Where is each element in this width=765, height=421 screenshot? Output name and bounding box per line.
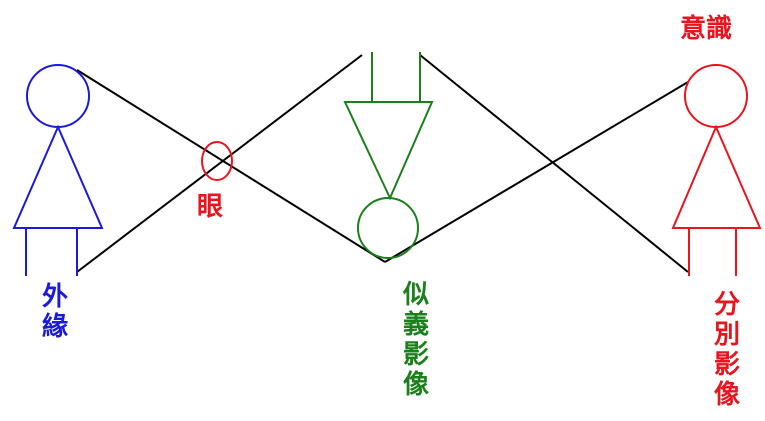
right-figure-body (671, 124, 762, 229)
discrimination-image-label: 分別影像 (713, 290, 740, 410)
resemblance-image-label: 似義影像 (402, 280, 429, 400)
middle-figure-body (343, 101, 434, 201)
resemblance-image-figure (343, 52, 434, 259)
eye-label: 眼 (197, 192, 224, 222)
ray-line (419, 54, 689, 273)
rays (76, 54, 689, 273)
right-figure-head (684, 64, 748, 128)
outer-object-figure (12, 64, 104, 276)
outer-edge-label: 外緣 (41, 282, 68, 342)
eye-lens (201, 141, 233, 181)
middle-figure-head (357, 197, 419, 259)
ray-line (384, 81, 689, 263)
consciousness-label: 意識 (680, 14, 733, 44)
outer-figure-body (12, 124, 104, 229)
ray-line (76, 54, 363, 273)
outer-figure-head (26, 64, 90, 128)
discrimination-image-figure (671, 64, 762, 276)
